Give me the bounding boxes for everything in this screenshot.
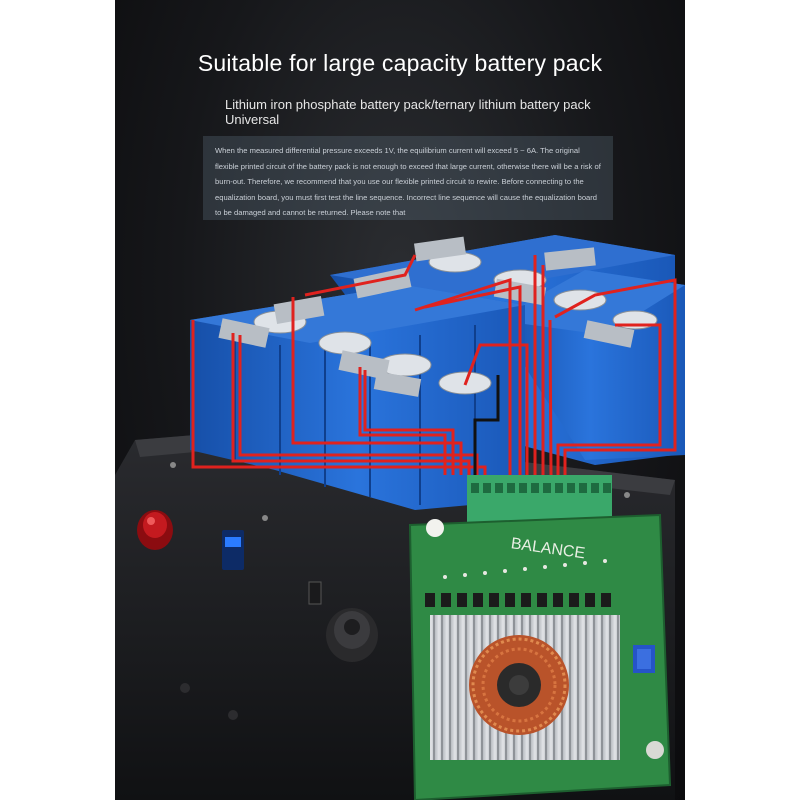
product-poster: Suitable for large capacity battery pack…	[115, 0, 685, 800]
black-wire	[473, 375, 500, 475]
poster-title: Suitable for large capacity battery pack	[197, 50, 603, 76]
warning-notice: When the measured differential pressure …	[203, 136, 613, 220]
negative-terminal-knob-icon	[326, 608, 378, 662]
balance-wires	[191, 254, 677, 476]
positive-terminal-icon	[137, 510, 173, 550]
poster-subtitle: Lithium iron phosphate battery pack/tern…	[225, 97, 591, 127]
toroid-coil	[469, 635, 569, 735]
battery-pack-photo: BALANCE	[115, 235, 685, 800]
voltmeter-display-icon	[222, 530, 244, 570]
balance-board: BALANCE	[408, 475, 672, 800]
wire-terminal-block	[467, 475, 612, 525]
